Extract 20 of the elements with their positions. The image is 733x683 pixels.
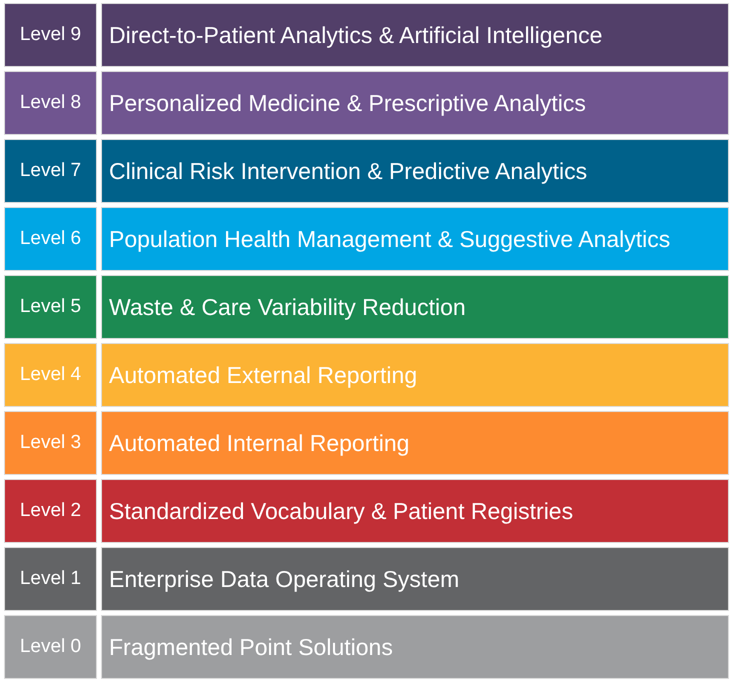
level-description-bar: Standardized Vocabulary & Patient Registries: [101, 479, 729, 543]
level-tag: Level 4: [4, 343, 97, 407]
level-tag: Level 0: [4, 615, 97, 679]
level-description-bar: Enterprise Data Operating System: [101, 547, 729, 611]
level-tag: Level 1: [4, 547, 97, 611]
level-tag: Level 8: [4, 71, 97, 135]
level-tag: Level 5: [4, 275, 97, 339]
level-description-bar: Population Health Management & Suggestive Analytics: [101, 207, 729, 271]
level-tag: Level 2: [4, 479, 97, 543]
level-description-bar: Automated External Reporting: [101, 343, 729, 407]
level-description-bar: Waste & Care Variability Reduction: [101, 275, 729, 339]
level-description-bar: Direct-to-Patient Analytics & Artificial Intelligence: [101, 3, 729, 67]
level-tag: Level 6: [4, 207, 97, 271]
level-tag: Level 7: [4, 139, 97, 203]
level-description-bar: Fragmented Point Solutions: [101, 615, 729, 679]
level-tag: Level 9: [4, 3, 97, 67]
level-description-bar: Clinical Risk Intervention & Predictive Analytics: [101, 139, 729, 203]
level-tag: Level 3: [4, 411, 97, 475]
level-description-bar: Automated Internal Reporting: [101, 411, 729, 475]
level-description-bar: Personalized Medicine & Prescriptive Analytics: [101, 71, 729, 135]
